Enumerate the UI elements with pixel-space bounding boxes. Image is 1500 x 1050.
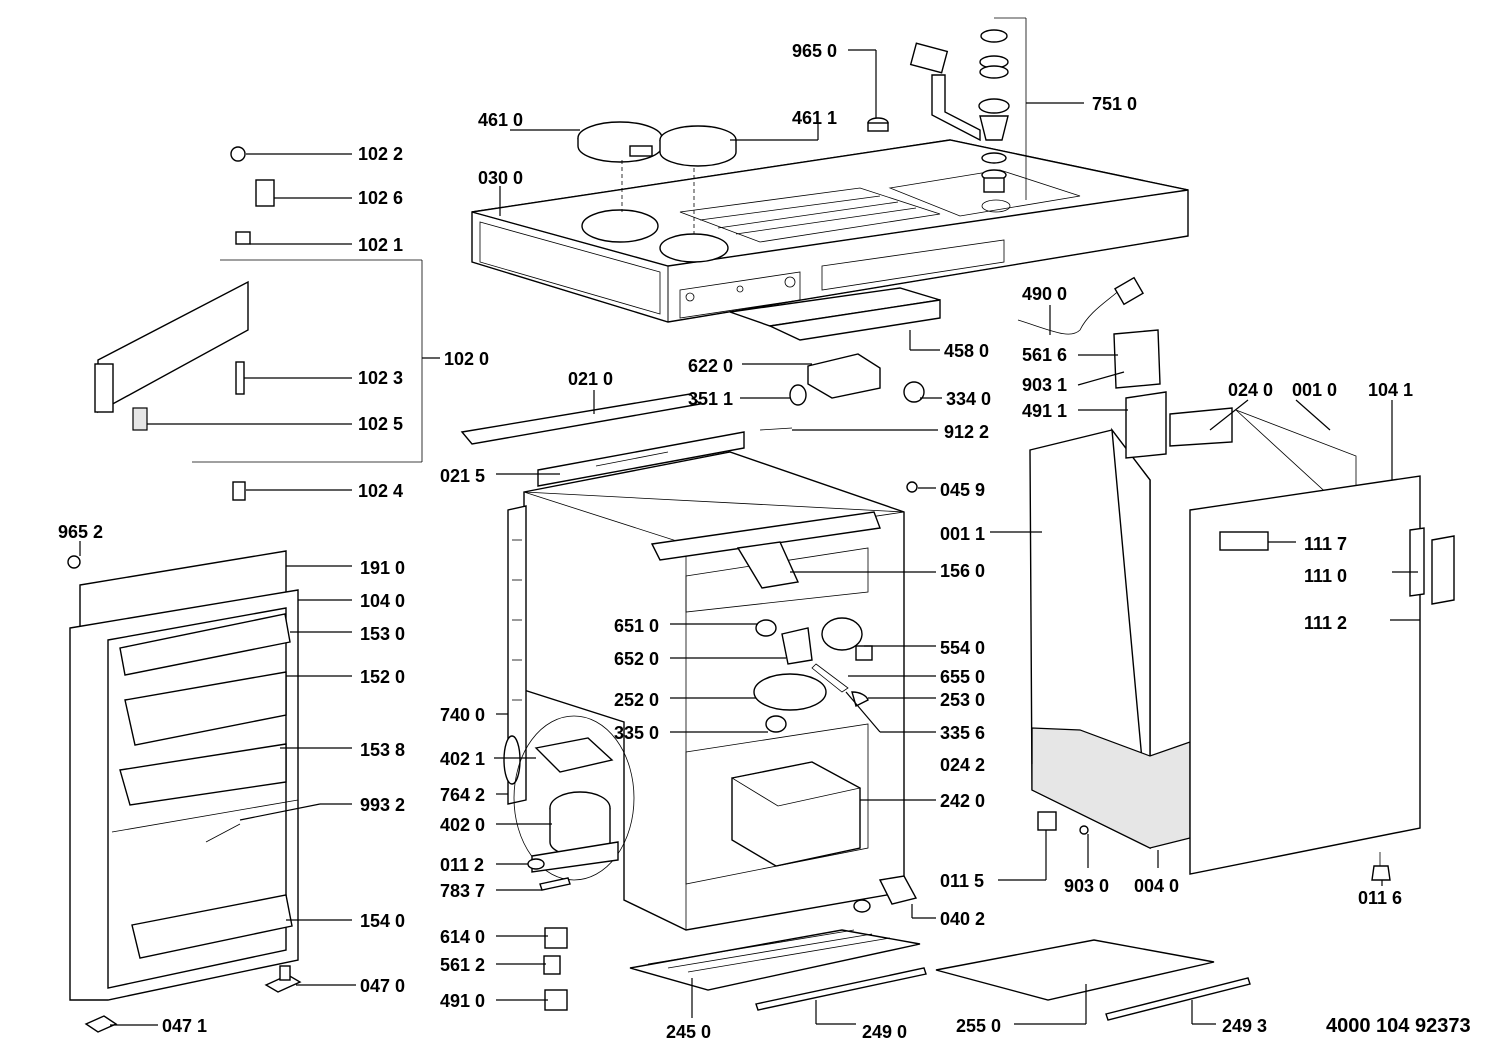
label-153-8: 153 8 [360, 740, 405, 760]
label-111-0: 111 0 [1304, 566, 1347, 586]
label-102-1: 102 1 [358, 235, 403, 255]
sink-drain-assembly [909, 17, 1026, 193]
label-561-6: 561 6 [1022, 345, 1067, 365]
label-614-0: 614 0 [440, 927, 485, 947]
label-111-2: 111 2 [1304, 613, 1347, 633]
label-045-9: 045 9 [940, 480, 985, 500]
label-965-0: 965 0 [792, 41, 837, 61]
outer-housing [1029, 329, 1357, 850]
label-255-0: 255 0 [956, 1016, 1001, 1036]
leader-lines [79, 49, 1420, 1026]
label-011-2: 011 2 [440, 855, 484, 875]
label-011-5: 011 5 [940, 871, 984, 891]
label-102-6: 102 6 [358, 188, 403, 208]
label-751-0: 751 0 [1092, 94, 1137, 114]
label-001-0: 001 0 [1292, 380, 1337, 400]
lamp-and-switch-parts [753, 617, 873, 733]
trim-parts [94, 146, 275, 501]
label-335-0: 335 0 [614, 723, 659, 743]
label-156-0: 156 0 [940, 561, 985, 581]
label-021-5: 021 5 [440, 466, 485, 486]
label-783-7: 783 7 [440, 881, 485, 901]
condenser-coil [503, 505, 527, 805]
label-024-0: 024 0 [1228, 380, 1273, 400]
label-461-0: 461 0 [478, 110, 523, 130]
label-334-0: 334 0 [946, 389, 991, 409]
label-491-1: 491 1 [1022, 401, 1067, 421]
label-024-2: 024 2 [940, 755, 985, 775]
support-channels [729, 287, 941, 341]
knob-965 [867, 117, 889, 132]
label-335-6: 335 6 [940, 723, 985, 743]
label-242-0: 242 0 [940, 791, 985, 811]
label-102-0: 102 0 [444, 349, 489, 369]
feet [1037, 811, 1391, 881]
hotplate-small [659, 125, 737, 167]
label-104-0: 104 0 [360, 591, 405, 611]
thermostat [759, 353, 925, 493]
label-154-0: 154 0 [360, 911, 405, 931]
bottom-shelves [629, 929, 1251, 1021]
label-021-0: 021 0 [568, 369, 613, 389]
label-245-0: 245 0 [666, 1022, 711, 1042]
label-102-3: 102 3 [358, 368, 403, 388]
label-458-0: 458 0 [944, 341, 989, 361]
label-102-4: 102 4 [358, 481, 403, 501]
label-491-0: 491 0 [440, 991, 485, 1011]
power-cord [1017, 276, 1144, 335]
label-152-0: 152 0 [360, 667, 405, 687]
label-030-0: 030 0 [478, 168, 523, 188]
label-903-0: 903 0 [1064, 876, 1109, 896]
label-253-0: 253 0 [940, 690, 985, 710]
top-brackets [460, 393, 745, 487]
label-652-0: 652 0 [614, 649, 659, 669]
label-490-0: 490 0 [1022, 284, 1067, 304]
label-249-3: 249 3 [1222, 1016, 1267, 1036]
document-number: 4000 104 92373 [1326, 1015, 1471, 1037]
label-402-0: 402 0 [440, 815, 485, 835]
side-panel-door [1189, 475, 1455, 875]
compressor-assembly [513, 715, 635, 881]
label-153-0: 153 0 [360, 624, 405, 644]
door-foot-parts [67, 555, 302, 1033]
label-740-0: 740 0 [440, 705, 485, 725]
label-004-0: 004 0 [1134, 876, 1179, 896]
label-622-0: 622 0 [688, 356, 733, 376]
label-561-2: 561 2 [440, 955, 485, 975]
part-labels: 965 0 461 0 461 1 751 0 030 0 102 2 102 … [58, 41, 1471, 1042]
label-040-2: 040 2 [940, 909, 985, 929]
label-461-1: 461 1 [792, 108, 837, 128]
label-047-1: 047 1 [162, 1016, 207, 1036]
label-402-1: 402 1 [440, 749, 485, 769]
label-351-1: 351 1 [688, 389, 733, 409]
label-104-1: 104 1 [1368, 380, 1413, 400]
label-252-0: 252 0 [614, 690, 659, 710]
label-102-5: 102 5 [358, 414, 403, 434]
label-191-0: 191 0 [360, 558, 405, 578]
label-001-1: 001 1 [940, 524, 985, 544]
label-111-7: 111 7 [1304, 534, 1347, 554]
label-102-2: 102 2 [358, 144, 403, 164]
hotplate-large [577, 121, 663, 163]
label-764-2: 764 2 [440, 785, 485, 805]
label-554-0: 554 0 [940, 638, 985, 658]
label-655-0: 655 0 [940, 667, 985, 687]
label-011-6: 011 6 [1358, 888, 1402, 908]
label-965-2: 965 2 [58, 522, 103, 542]
label-993-2: 993 2 [360, 795, 405, 815]
label-651-0: 651 0 [614, 616, 659, 636]
label-903-1: 903 1 [1022, 375, 1067, 395]
label-249-0: 249 0 [862, 1022, 907, 1042]
label-047-0: 047 0 [360, 976, 405, 996]
refrigerator-door [69, 550, 299, 1001]
label-912-2: 912 2 [944, 422, 989, 442]
cooktop-sink-top [471, 139, 1189, 323]
